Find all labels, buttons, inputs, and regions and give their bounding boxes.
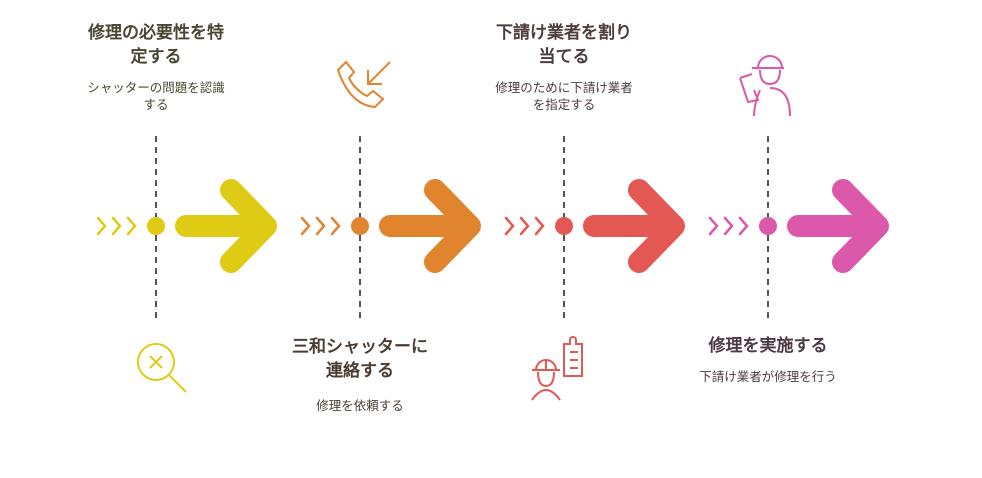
icon-arrow (367, 61, 391, 85)
arrow-head (628, 179, 685, 273)
stage-4-title: 修理を実施する (708, 336, 828, 356)
chevron-icon (96, 216, 107, 236)
chevron-icon (723, 216, 734, 236)
search-x-icon (137, 343, 187, 393)
chevron-icon (330, 216, 341, 236)
icon-tool (739, 73, 760, 104)
stage-1-description: シャッターの問題を認識する (87, 80, 225, 112)
chevron-icon (519, 216, 530, 236)
icon-lens (137, 343, 175, 381)
icon-worker (531, 359, 561, 401)
chevron-icon (534, 216, 545, 236)
stage-2-title: 三和シャッターに連絡する (292, 337, 428, 381)
arrow-head (220, 179, 277, 273)
chevron-icon (126, 216, 137, 236)
icon-lines (149, 355, 187, 393)
chevron-icon (738, 216, 749, 236)
stage-dot (351, 217, 369, 235)
worker-tool-icon (739, 55, 791, 117)
icon-worker (752, 55, 791, 117)
stage-2-text: 三和シャッターに連絡する 修理を依頼する (275, 335, 445, 414)
stage-3-text: 下請け業者を割り当てる 修理のために下請け業者を指定する (479, 21, 649, 113)
worker-clipboard-icon (531, 336, 583, 401)
chevron-icon (300, 216, 311, 236)
stage-4-text: 修理を実施する 下請け業者が修理を行う (683, 334, 853, 385)
stage-1-text: 修理の必要性を特定する シャッターの問題を認識する (71, 21, 241, 113)
chevron-icon (708, 216, 719, 236)
stage-1 (96, 136, 277, 393)
chevron-icon (504, 216, 515, 236)
stage-3-title: 下請け業者を割り当てる (496, 23, 632, 67)
arrow-head (832, 179, 889, 273)
stage-3 (504, 136, 685, 401)
stage-2 (300, 61, 481, 322)
icon-phone (337, 61, 384, 108)
stage-dot (555, 217, 573, 235)
chevron-icon (111, 216, 122, 236)
stage-dot (759, 217, 777, 235)
phone-incoming-icon (337, 61, 391, 108)
stage-4 (708, 55, 889, 322)
stage-3-description: 修理のために下請け業者を指定する (495, 80, 633, 112)
chevron-icon (315, 216, 326, 236)
arrow-head (424, 179, 481, 273)
stage-2-description: 修理を依頼する (316, 398, 404, 413)
icon-clipboard (563, 336, 583, 377)
stage-4-description: 下請け業者が修理を行う (699, 369, 837, 384)
stage-1-title: 修理の必要性を特定する (88, 23, 224, 67)
stage-dot (147, 217, 165, 235)
